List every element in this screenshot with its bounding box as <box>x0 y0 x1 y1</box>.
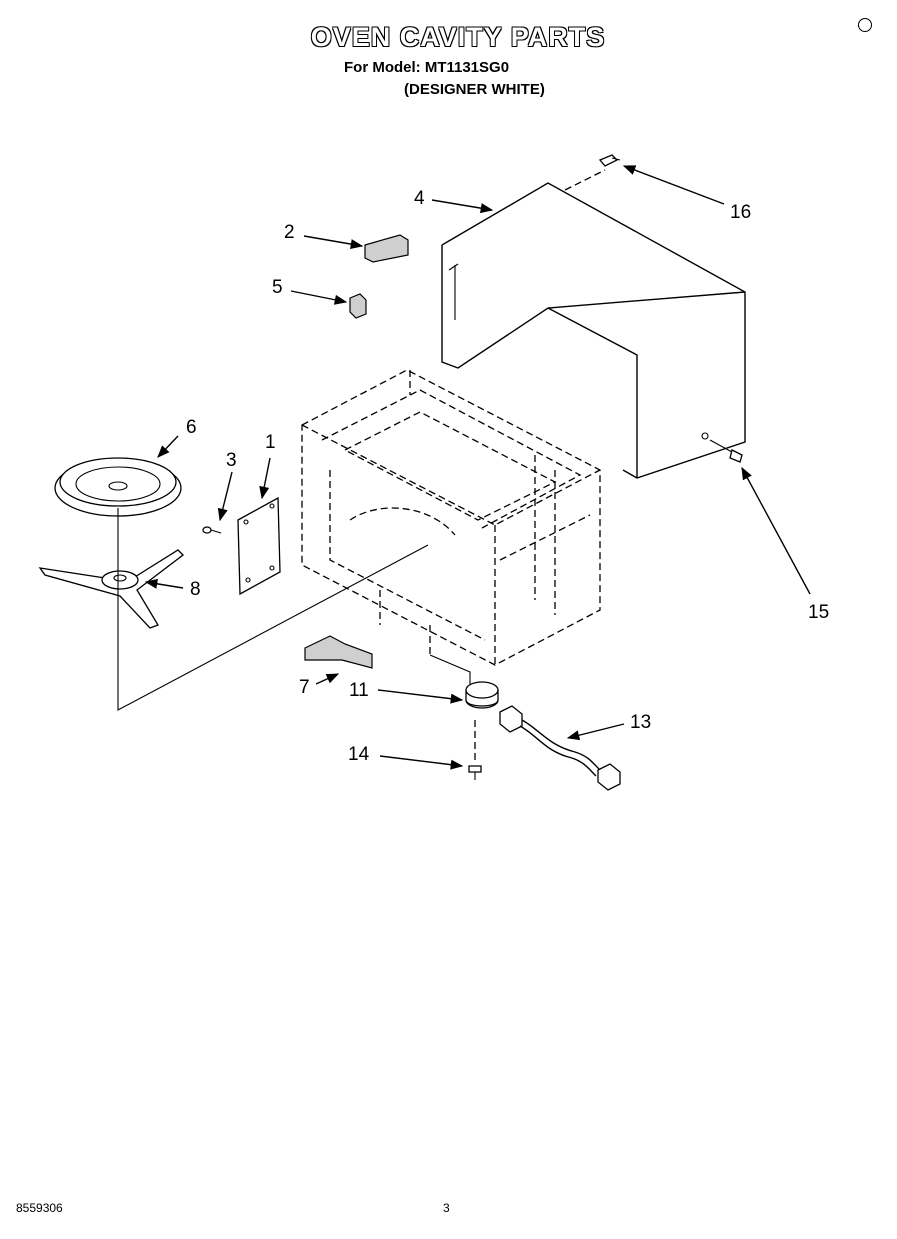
leader-arrows <box>144 165 811 770</box>
document-code: 8559306 <box>16 1201 63 1215</box>
callout-15: 15 <box>808 602 829 623</box>
glass-tray <box>54 457 182 517</box>
page-number: 3 <box>443 1201 450 1215</box>
page-title: OVEN CAVITY PARTS <box>310 22 606 52</box>
oven-cavity-body <box>301 369 601 666</box>
callout-labels: 1 2 3 4 5 6 7 8 11 13 14 15 16 <box>186 188 829 765</box>
callout-11: 11 <box>349 680 369 701</box>
corner-registration-mark <box>858 18 872 32</box>
callout-7: 7 <box>299 677 310 698</box>
wire-harness <box>499 705 621 791</box>
spacer-part-7 <box>304 635 373 669</box>
bracket-part-2 <box>364 234 409 263</box>
callout-3: 3 <box>226 450 237 471</box>
waveguide-cover <box>237 496 281 596</box>
callout-13: 13 <box>630 712 651 733</box>
callout-8: 8 <box>190 579 201 600</box>
callout-4: 4 <box>414 188 425 209</box>
callout-2: 2 <box>284 222 295 243</box>
screw-part-3 <box>202 526 222 534</box>
roller-support <box>38 549 184 629</box>
screw-part-14 <box>468 720 482 780</box>
callout-5: 5 <box>272 277 283 298</box>
model-variant: (DESIGNER WHITE) <box>404 81 545 98</box>
callout-14: 14 <box>348 744 370 765</box>
callout-1: 1 <box>265 432 276 453</box>
callout-6: 6 <box>186 417 197 438</box>
cabinet-wrapper <box>441 169 746 479</box>
clip-part-5 <box>349 293 367 319</box>
callout-16: 16 <box>730 202 751 223</box>
turntable-motor <box>429 654 499 709</box>
model-number: For Model: MT1131SG0 <box>344 59 510 76</box>
screw-part-16 <box>598 154 621 167</box>
screw-part-15 <box>709 439 743 463</box>
alignment-lines <box>117 508 429 711</box>
